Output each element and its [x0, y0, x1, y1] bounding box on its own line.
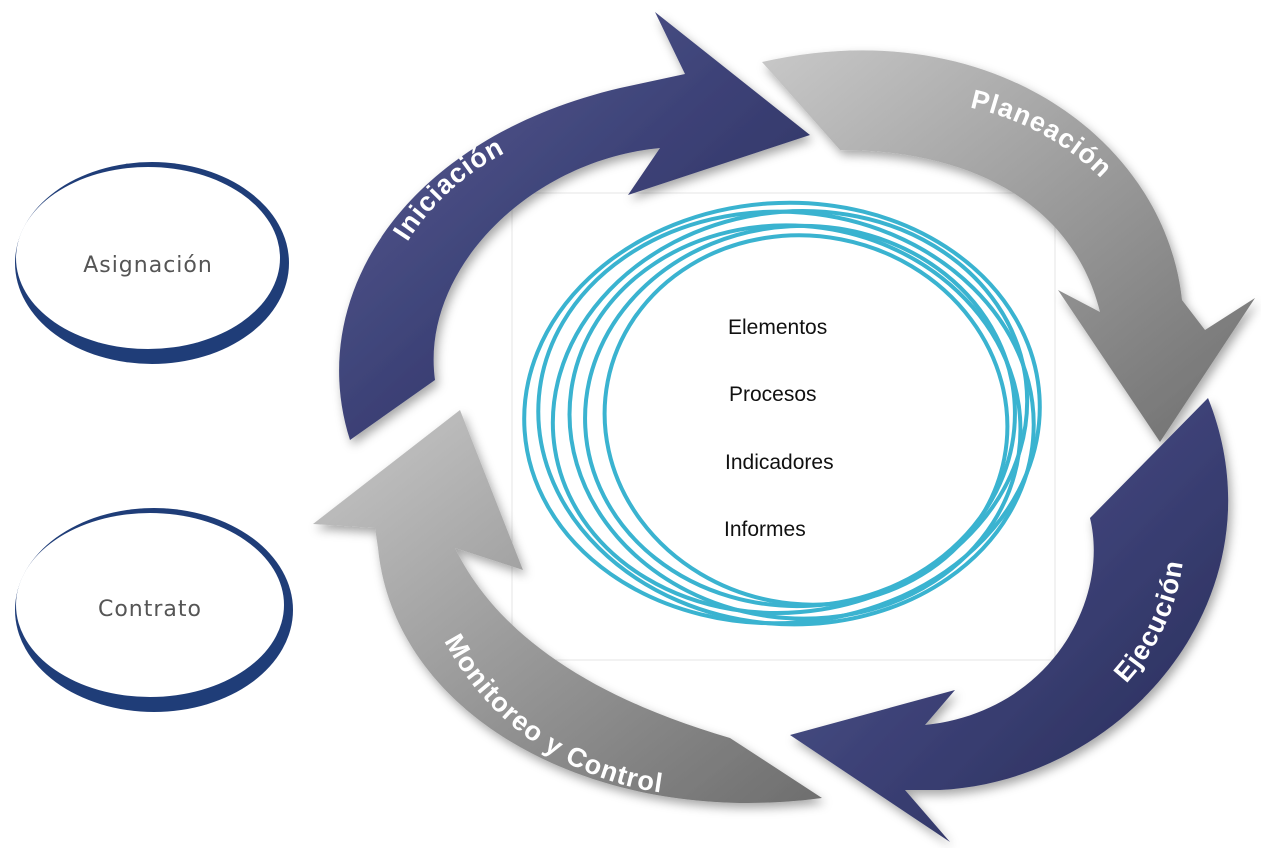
center-item-elementos: Elementos: [728, 316, 827, 339]
asignacion-oval: Asignación: [15, 162, 289, 364]
contrato-oval: Contrato: [15, 508, 293, 712]
center-item-informes: Informes: [724, 518, 806, 541]
center-item-procesos: Procesos: [729, 383, 817, 406]
center-panel: Elementos Procesos Indicadores Informes: [511, 192, 1056, 661]
rings-icon: [522, 200, 1042, 627]
asignacion-label: Asignación: [83, 253, 213, 278]
contrato-label: Contrato: [98, 597, 202, 622]
center-item-indicadores: Indicadores: [725, 451, 834, 474]
